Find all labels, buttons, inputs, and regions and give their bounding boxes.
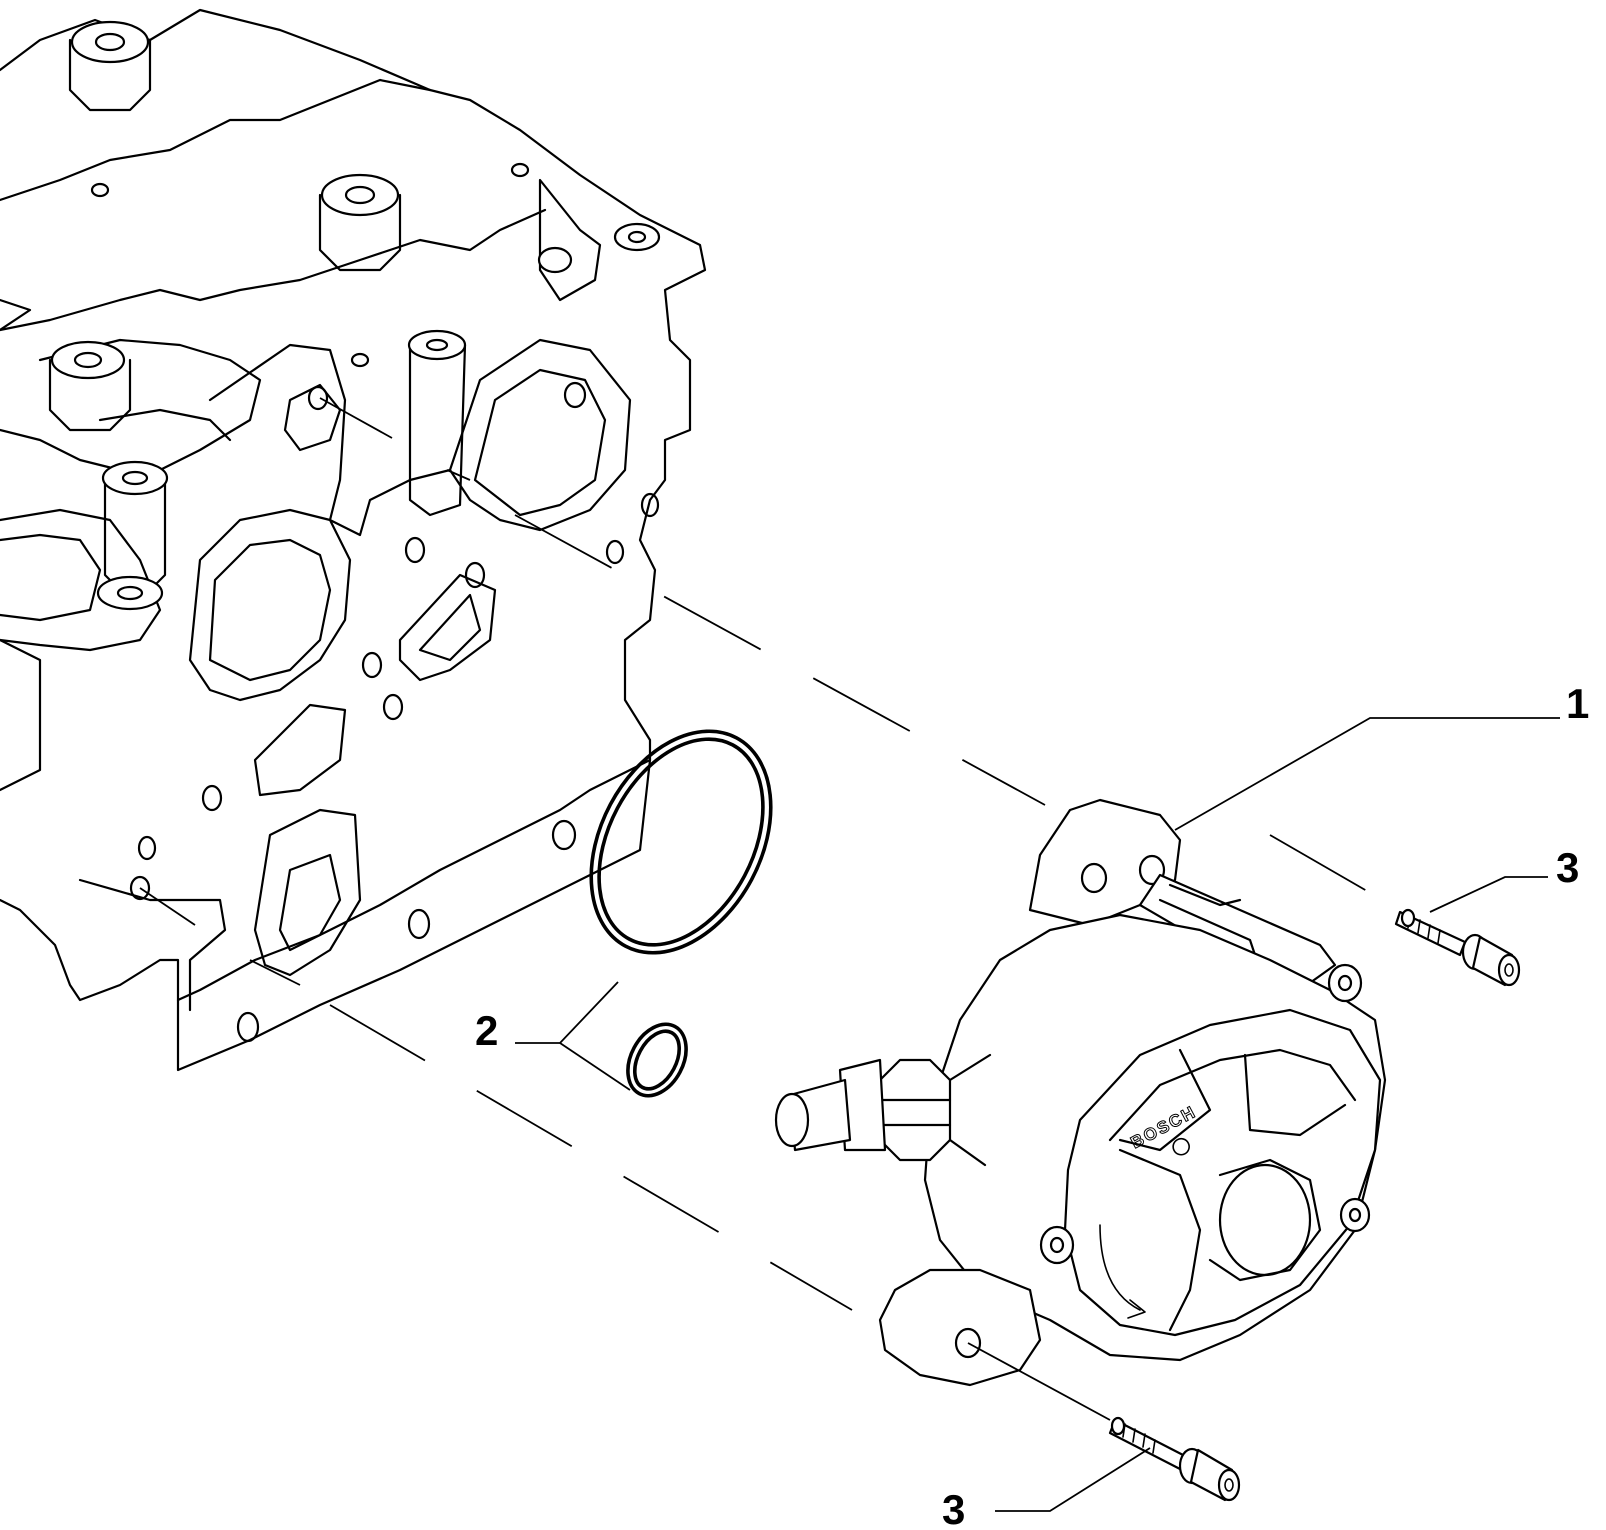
bearing-post-6 [613, 222, 661, 252]
bearing-post-2 [318, 173, 402, 272]
callout-3-lower: 3 [942, 1486, 965, 1530]
bolt-lower [1108, 1416, 1241, 1502]
vacuum-pump: BOSCH [774, 798, 1387, 1387]
bearing-post-5 [407, 329, 467, 517]
leader-lines [515, 717, 1560, 1512]
engine-cylinder-head [0, 8, 707, 1072]
alignment-lines [249, 514, 1401, 1311]
callout-2: 2 [475, 1007, 498, 1054]
bolt-upper [1394, 908, 1521, 987]
bearing-post-4 [96, 460, 169, 611]
callout-3-upper: 3 [1556, 844, 1579, 891]
callout-1: 1 [1566, 680, 1589, 727]
bearing-post-3 [48, 340, 132, 432]
bearing-post-1 [68, 20, 152, 112]
o-ring-small [626, 1022, 688, 1098]
face-holes [90, 162, 660, 1043]
o-ring-large [589, 729, 773, 955]
